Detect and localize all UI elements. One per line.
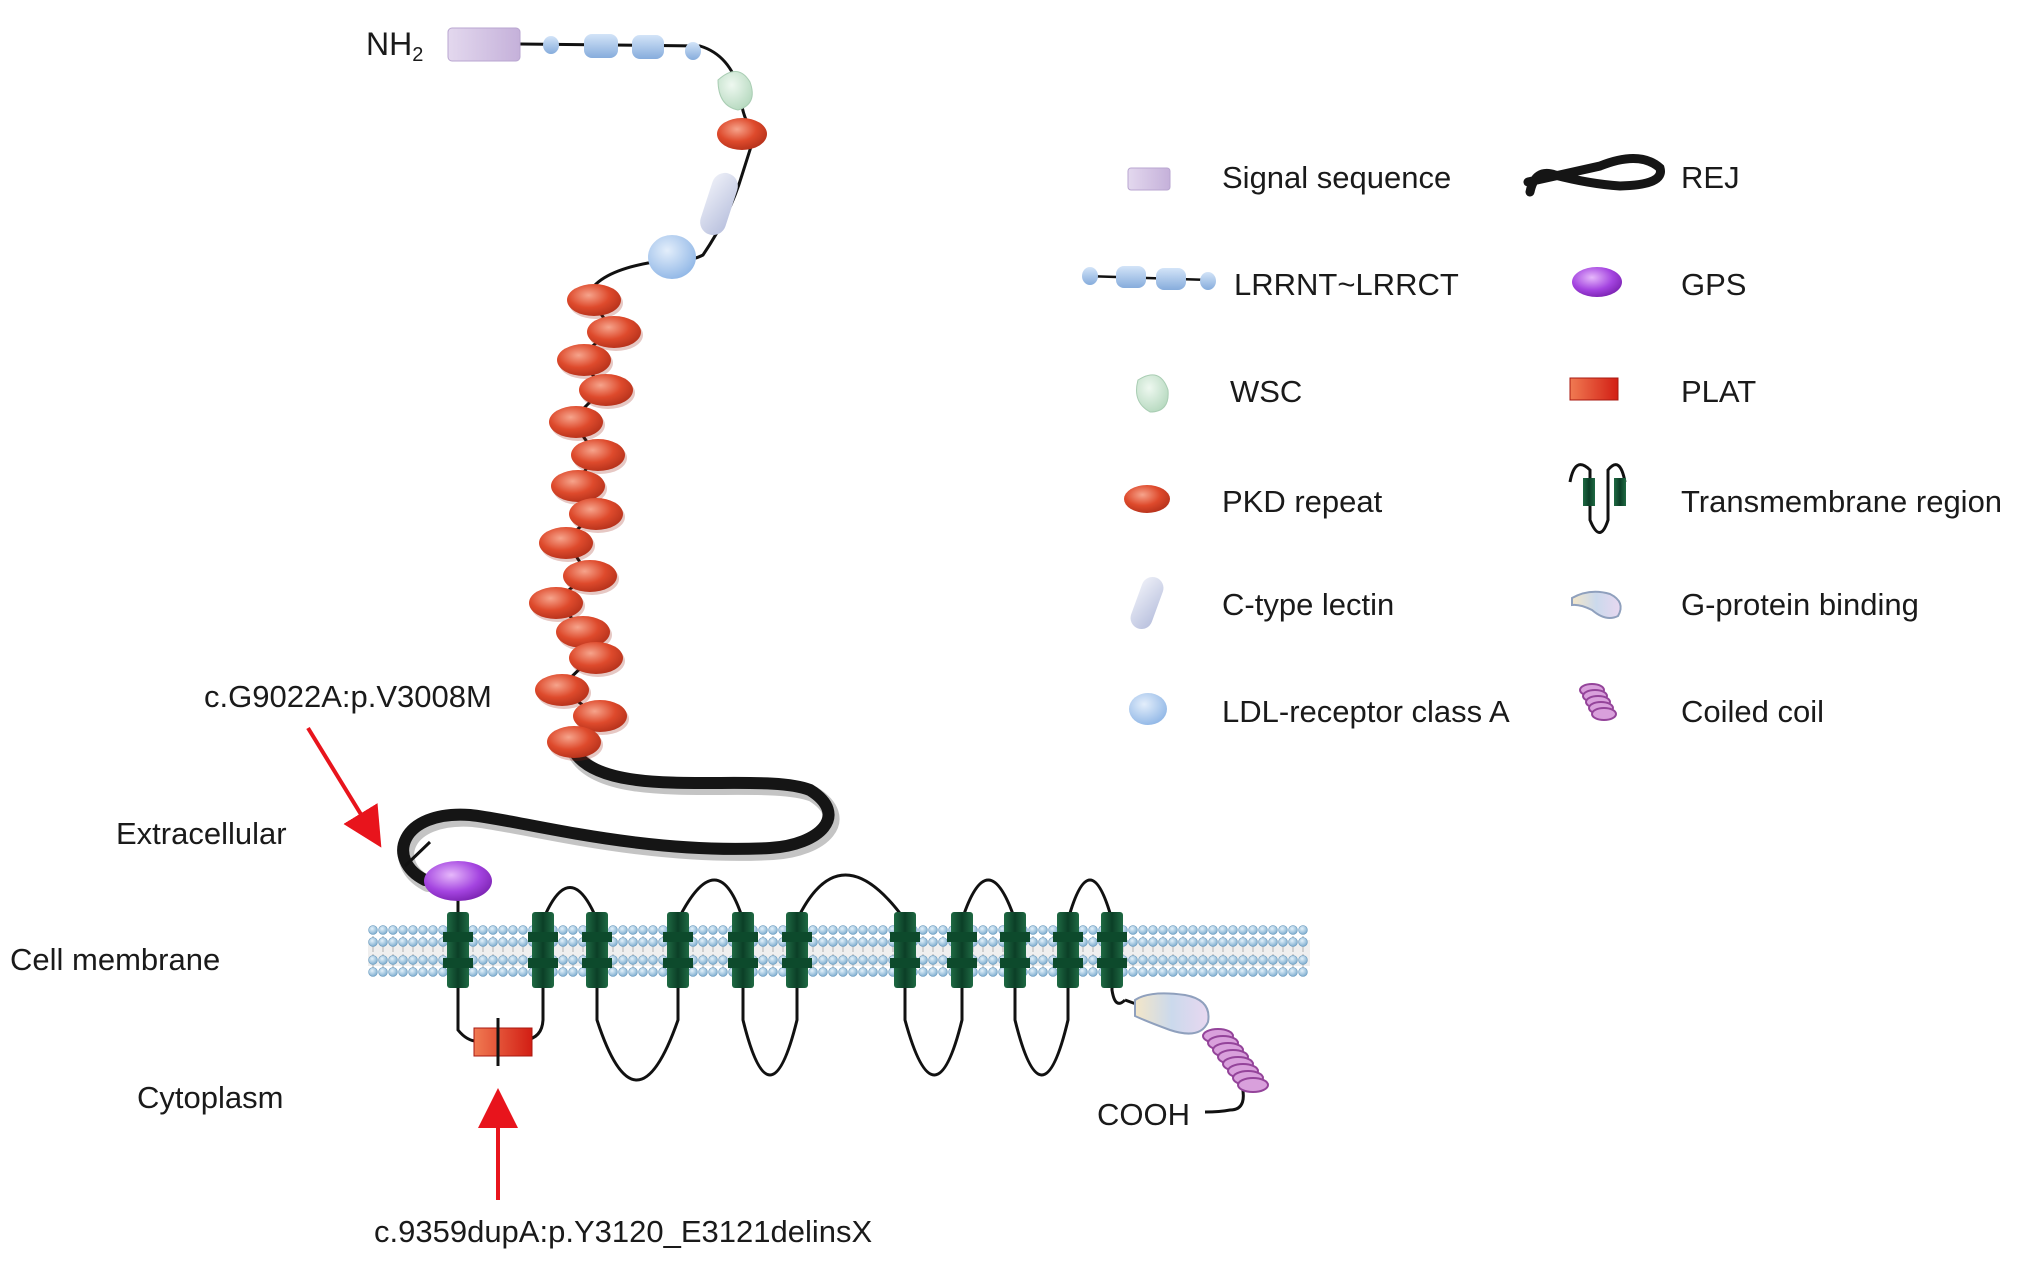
mutation-label-cytoplasm: c.9359dupA:p.Y3120_E3121delinsX <box>374 1214 873 1249</box>
legend-lrrnt-lrrct-icon <box>1082 266 1216 290</box>
plat-domain <box>473 1027 533 1057</box>
legend-label-plat: PLAT <box>1681 374 1757 409</box>
legend-icons <box>1082 153 1665 725</box>
legend-label-lrrnt-lrrct: LRRNT~LRRCT <box>1234 267 1459 302</box>
wsc-domain <box>717 71 753 111</box>
legend-coiled-coil-icon <box>1579 683 1617 721</box>
legend-label-g-protein-binding: G-protein binding <box>1681 587 1919 622</box>
legend-g-protein-binding-icon <box>1571 590 1622 619</box>
legend-label-coiled-coil: Coiled coil <box>1681 694 1825 729</box>
legend-gps-icon <box>1572 267 1622 297</box>
n-terminus-subscript: 2 <box>412 44 424 66</box>
legend-transmembrane-region-icon <box>1568 463 1627 534</box>
legend-pkd-repeat-icon <box>1124 485 1170 513</box>
legend-label-wsc: WSC <box>1230 374 1303 409</box>
c-terminus-label: COOH <box>1097 1097 1190 1132</box>
n-terminus-label: NH2 <box>366 28 423 65</box>
legend-ldl-receptor-class-a-icon <box>1129 693 1167 725</box>
legend-label-ldl-receptor-class-a: LDL-receptor class A <box>1222 694 1510 729</box>
transmembrane-backbone <box>456 873 1127 1082</box>
lrrnt-lrrct-domain <box>543 34 701 60</box>
mutation-site-tick-gps <box>403 840 432 868</box>
g-protein-binding-domain <box>1134 992 1210 1035</box>
legend-wsc-icon <box>1136 374 1169 413</box>
pkd-repeat-stack <box>529 284 643 761</box>
legend-rej-icon <box>1523 153 1665 197</box>
legend-label-pkd-repeat: PKD repeat <box>1222 484 1383 519</box>
region-label-cell-membrane: Cell membrane <box>10 942 221 977</box>
signal-sequence-domain <box>447 27 521 62</box>
legend-label-gps: GPS <box>1681 267 1747 302</box>
legend-c-type-lectin-icon <box>1130 576 1164 630</box>
coiled-coil-domain <box>1202 1028 1269 1093</box>
legend-plat-icon <box>1569 377 1619 401</box>
legend-label-rej: REJ <box>1681 160 1740 195</box>
region-label-extracellular: Extracellular <box>116 816 287 851</box>
rej-domain <box>397 742 835 886</box>
legend-label-c-type-lectin: C-type lectin <box>1222 587 1395 622</box>
legend-label-signal-sequence: Signal sequence <box>1222 160 1452 195</box>
mutation-arrow-extracellular <box>306 726 382 848</box>
gps-domain <box>424 861 492 901</box>
cell-membrane-bilayer <box>368 925 1310 977</box>
n-terminus-text: NH <box>366 26 413 62</box>
legend-label-transmembrane-region: Transmembrane region <box>1681 484 2003 519</box>
pkd-repeat-domain-top <box>717 118 767 150</box>
c-type-lectin-domain <box>700 172 738 236</box>
ldl-receptor-class-a-domain <box>648 235 696 279</box>
legend-signal-sequence-icon <box>1127 167 1171 191</box>
transmembrane-helices <box>443 912 1127 988</box>
mutation-label-extracellular: c.G9022A:p.V3008M <box>204 679 492 714</box>
region-label-cytoplasm: Cytoplasm <box>137 1080 284 1115</box>
